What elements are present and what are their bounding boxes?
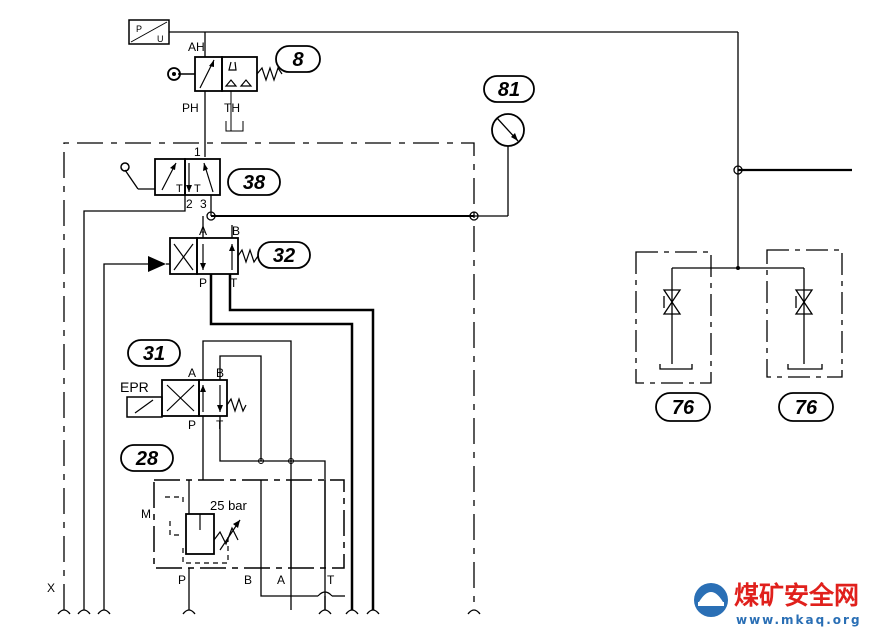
valve-76-right — [766, 249, 843, 378]
valve-32 — [148, 237, 259, 275]
port-32-P: P — [199, 276, 207, 290]
port-31-P: P — [188, 418, 196, 432]
port-32-B: B — [232, 224, 240, 238]
svg-text:28: 28 — [135, 448, 159, 470]
callout-81: 81 — [483, 75, 535, 103]
port-38-T2: T — [194, 183, 201, 195]
svg-text:32: 32 — [273, 245, 295, 267]
callout-28: 28 — [120, 444, 174, 472]
port-31-A: A — [188, 366, 196, 380]
callout-76-left: 76 — [655, 392, 711, 422]
port-28-B: B — [244, 573, 252, 587]
port-28-A: A — [277, 573, 285, 587]
port-28-P: P — [178, 573, 186, 587]
svg-text:81: 81 — [498, 79, 520, 101]
port-PH: PH — [182, 101, 199, 115]
svg-text:U: U — [157, 34, 164, 44]
callout-38: 38 — [227, 168, 281, 196]
watermark: 煤矿安全网 www.mkaq.org — [694, 581, 862, 627]
callout-31: 31 — [127, 339, 181, 367]
valve-31 — [126, 379, 247, 418]
port-32-T: T — [230, 276, 238, 290]
svg-text:8: 8 — [292, 49, 304, 71]
callout-8: 8 — [275, 45, 321, 73]
svg-text:38: 38 — [243, 172, 266, 194]
port-32-A: A — [199, 224, 207, 238]
manifold-28 — [153, 479, 345, 610]
valve-8 — [167, 56, 283, 132]
svg-text:76: 76 — [795, 397, 818, 419]
watermark-url: www.mkaq.org — [736, 613, 862, 627]
pressure-sensor: P U — [128, 19, 170, 45]
watermark-site-name: 煤矿安全网 — [734, 581, 859, 610]
port-38-2: 2 — [186, 197, 193, 211]
pressure-label: 25 bar — [210, 498, 248, 513]
port-TH: TH — [224, 101, 240, 115]
valve-38 — [120, 158, 221, 196]
svg-text:76: 76 — [672, 397, 695, 419]
callout-76-right: 76 — [778, 392, 834, 422]
port-38-3: 3 — [200, 197, 207, 211]
svg-text:31: 31 — [143, 343, 165, 365]
svg-text:P: P — [136, 24, 142, 34]
callout-32: 32 — [257, 241, 311, 269]
port-28-T: T — [327, 573, 335, 587]
port-28-M: M — [141, 507, 151, 521]
port-AH: AH — [188, 40, 205, 54]
port-38-T1: T — [176, 183, 183, 195]
pressure-gauge-81 — [491, 113, 525, 147]
epr-label: EPR — [120, 379, 149, 395]
valve-76-left — [635, 251, 712, 384]
port-38-1: 1 — [194, 145, 201, 159]
port-X: X — [47, 581, 55, 595]
